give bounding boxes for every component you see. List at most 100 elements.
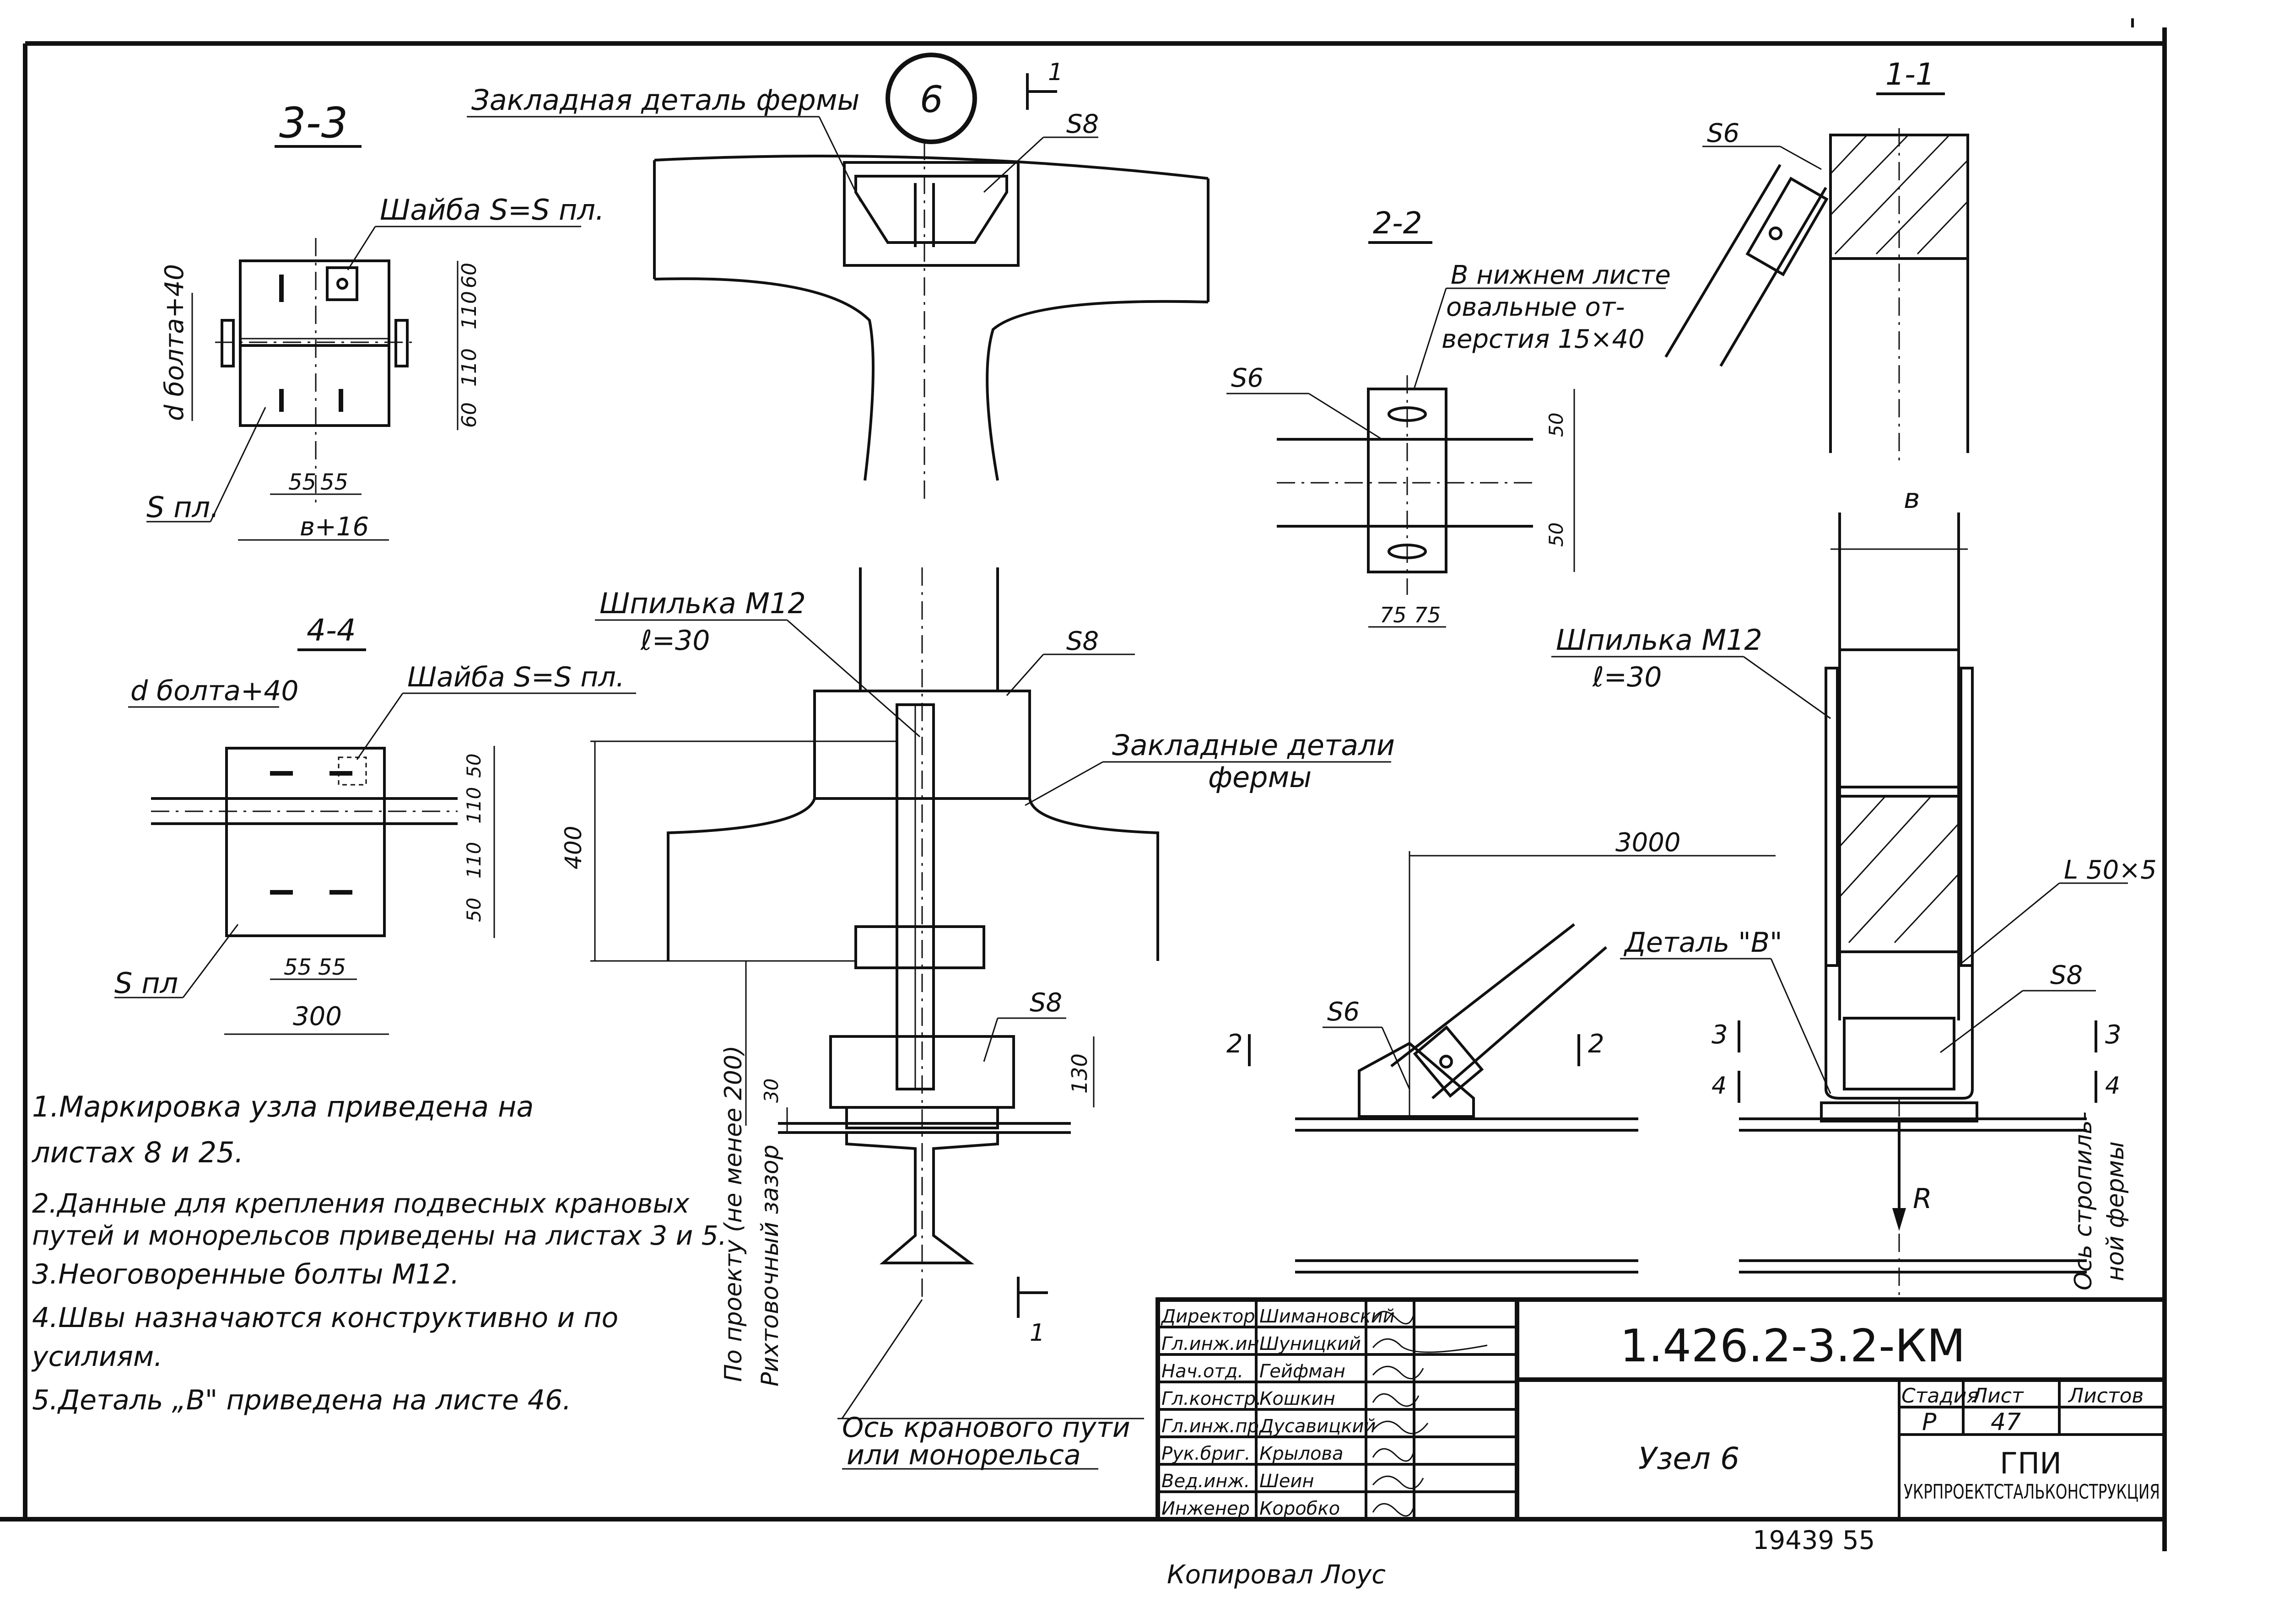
cut-2-left: 2: [1226, 1029, 1243, 1059]
role-8: Инженер: [1161, 1498, 1250, 1519]
dim-33-55-a: 55: [288, 469, 316, 495]
note-line-5: 3.Неоговоренные болты М12.: [32, 1258, 459, 1290]
stud-len-main: ℓ=30: [640, 625, 710, 657]
drawing-frame: [0, 18, 2167, 1551]
stamp-title: Узел 6: [1638, 1441, 1739, 1476]
role-name-1: Шимановский: [1259, 1306, 1395, 1327]
cut-mark-bottom: 1: [1030, 1319, 1045, 1347]
section-4-4-title: 4-4: [307, 613, 356, 648]
detail-label: Деталь "В": [1623, 927, 1782, 959]
width-label-11: в: [1904, 483, 1920, 515]
cut-mark-top: 1: [1048, 59, 1063, 86]
truss-elevation: 3000 S6 2 2: [1226, 828, 1776, 1273]
role-7: Вед.инж.: [1161, 1471, 1250, 1492]
dim-22-75-a: 75: [1380, 603, 1407, 627]
section-3-3: 3-3 Шайба S=S пл. d болта+40 S пл. 60 11…: [146, 98, 605, 542]
oval-note-l3: верстия 15×40: [1442, 324, 1645, 354]
stamp-code: 1.426.2-3.2-КМ: [1620, 1320, 1965, 1372]
dim-33-55-b: 55: [320, 469, 348, 495]
stamp-sheet-header: Лист: [1971, 1384, 2024, 1408]
dim-33-110-a: 110: [458, 291, 481, 329]
weld-s8-top: S8: [1066, 109, 1099, 139]
axis-11-l1: Ось стропиль-: [2070, 1111, 2097, 1290]
bolt-label-44: d болта+40: [130, 675, 299, 707]
oval-note-l1: В нижнем листе: [1451, 260, 1671, 290]
section-2-2: 2-2 В нижнем листе овальные от- верстия …: [1226, 205, 1671, 628]
washer-label-33: Шайба S=S пл.: [380, 193, 605, 227]
handwritten-signatures: [1372, 1311, 1488, 1517]
gap-label: Рихтовочный зазор: [756, 1144, 784, 1387]
dim-22-75-b: 75: [1414, 603, 1441, 627]
role-name-6: Крылова: [1259, 1443, 1344, 1464]
role-1: Директор: [1161, 1306, 1255, 1327]
role-name-7: Шеин: [1259, 1471, 1314, 1492]
role-name-8: Коробко: [1259, 1498, 1340, 1519]
role-6: Рук.бриг.: [1161, 1443, 1250, 1464]
stamp-stage: Р: [1922, 1408, 1937, 1436]
embed-label: Закладная деталь фермы: [471, 83, 859, 117]
dim-33-width: в+16: [300, 512, 369, 542]
note-line-6: 4.Швы назначаются конструктивно и по: [32, 1302, 618, 1334]
title-block: 1.426.2-3.2-КМ Узел 6 Стадия Лист Листов…: [1155, 1297, 2167, 1521]
dim-400: 400: [560, 826, 587, 869]
role-4: Гл.констр.: [1161, 1388, 1262, 1409]
dim-44-55-b: 55: [318, 955, 346, 980]
dim-44-110-a: 110: [463, 787, 485, 824]
bottom-copy-text: Копировал Лоус: [1167, 1560, 1386, 1590]
role-name-3: Гейфман: [1259, 1361, 1345, 1382]
oval-note-l2: овальные от-: [1446, 292, 1625, 322]
note-line-8: 5.Деталь „В" приведена на листе 46.: [32, 1384, 571, 1416]
angle-label: L 50×5: [2064, 855, 2157, 885]
dim-22-50-bottom: 50: [1545, 523, 1567, 547]
dim-30: 30: [760, 1079, 783, 1103]
dim-22-50-top: 50: [1545, 413, 1567, 437]
cut-3-right: 3: [2105, 1020, 2122, 1050]
weld-s6-11: S6: [1707, 119, 1739, 148]
plate-label-33: S пл.: [146, 491, 219, 524]
role-name-5: Дусавицкий: [1258, 1416, 1376, 1437]
note-line-4: путей и монорельсов приведены на листах …: [32, 1220, 727, 1251]
washer-label-44: Шайба S=S пл.: [407, 661, 625, 693]
weld-s6-truss: S6: [1327, 997, 1360, 1027]
dim-44-110-b: 110: [463, 842, 485, 879]
embeds-label-l2: фермы: [1208, 761, 1312, 794]
plate-label-44: S пл: [114, 966, 178, 1000]
dim-44-width: 300: [293, 1002, 342, 1031]
stamp-sheet: 47: [1991, 1408, 2021, 1436]
section-4-4: 4-4 d болта+40 Шайба S=S пл. S пл 50 110…: [114, 613, 636, 1035]
dim-33-60-top: 60: [458, 263, 481, 288]
cut-4-right: 4: [2105, 1072, 2120, 1100]
stamp-sheets-header: Листов: [2068, 1384, 2144, 1408]
force-label: R: [1913, 1183, 1932, 1215]
dim-44-55-a: 55: [284, 955, 312, 980]
role-2: Гл.инж.ин.: [1161, 1333, 1265, 1354]
embeds-label-l1: Закладные детали: [1112, 728, 1395, 762]
role-3: Нач.отд.: [1161, 1361, 1243, 1382]
section-3-3-title: 3-3: [279, 98, 348, 147]
cut-4-left: 4: [1712, 1072, 1727, 1100]
dim-33-110-b: 110: [458, 348, 481, 387]
section-2-2-title: 2-2: [1373, 205, 1422, 241]
axis-11-l2: ной фермы: [2102, 1141, 2129, 1281]
stud-len-11: ℓ=30: [1592, 661, 1662, 693]
note-line-3: 2.Данные для крепления подвесных крановы…: [32, 1188, 690, 1219]
note-line-7: усилиям.: [31, 1341, 162, 1373]
section-1-1-title: 1-1: [1885, 57, 1935, 92]
span-label: 3000: [1615, 828, 1681, 858]
dim-33-60-bottom: 60: [458, 402, 481, 428]
stamp-stage-header: Стадия: [1901, 1384, 1979, 1408]
bolt-label-33: d болта+40: [160, 264, 189, 421]
stud-label-main: Шпилька М12: [599, 587, 806, 620]
weld-s8-11: S8: [2050, 960, 2083, 990]
dim-44-50-top: 50: [463, 754, 485, 778]
inventory-number: 19439 55: [1753, 1526, 1875, 1555]
general-notes: 1.Маркировка узла приведена на листах 8 …: [31, 1090, 727, 1416]
stamp-org: УКРПРОЕКТСТАЛЬКОНСТРУКЦИЯ: [1904, 1480, 2160, 1504]
weld-s6-22: S6: [1231, 363, 1263, 393]
stamp-org-mark: ГПИ: [2000, 1447, 2062, 1481]
cut-3-left: 3: [1712, 1020, 1728, 1050]
project-label: По проекту (не менее 200): [720, 1046, 747, 1382]
role-name-2: Шуницкий: [1259, 1333, 1361, 1354]
axis-label-l1: Ось кранового пути: [842, 1412, 1130, 1444]
